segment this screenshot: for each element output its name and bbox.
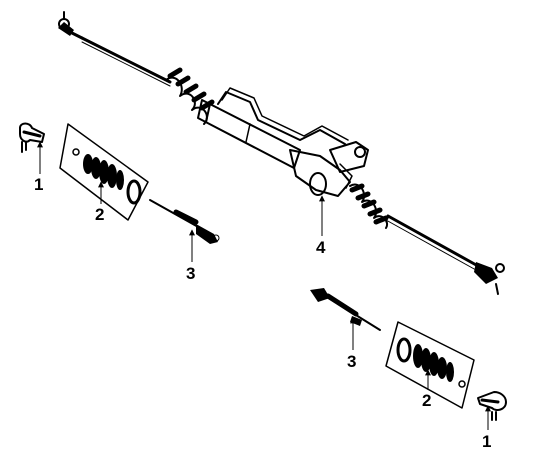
left-boot-bellows [83,154,124,190]
inner-tie-rod-right [310,288,381,331]
tie-rod-end-right [477,391,507,421]
pinion-valve-housing [289,141,369,197]
rack-and-pinion-assembly [58,11,505,295]
callout-inner-tie-rod-left: 3 [186,264,195,283]
assembly-right-boot [349,183,389,229]
right-boot-clamp [396,337,412,363]
callout-boot-kit-left: 2 [95,205,104,224]
boot-kit-right [385,321,475,409]
callout-boot-kit-right: 2 [422,391,431,410]
assembly-left-tie-rod [80,36,172,84]
callout-leaders [37,141,491,430]
right-boot-bellows [413,344,454,382]
assembly-left-boot [165,67,215,125]
callout-rack-assembly: 4 [316,238,326,257]
left-boot-clamp [126,179,142,205]
callout-tie-rod-end-right: 1 [482,432,491,451]
callout-tie-rod-end-left: 1 [34,175,43,194]
assembly-right-tie-rod-end [474,262,505,295]
rack-housing [197,87,349,169]
callout-inner-tie-rod-right: 3 [347,352,356,371]
inner-tie-rod-left [149,199,220,244]
assembly-right-tie-rod [386,214,480,268]
boot-kit-left [59,123,149,221]
assembly-left-tie-rod-end [58,11,84,40]
